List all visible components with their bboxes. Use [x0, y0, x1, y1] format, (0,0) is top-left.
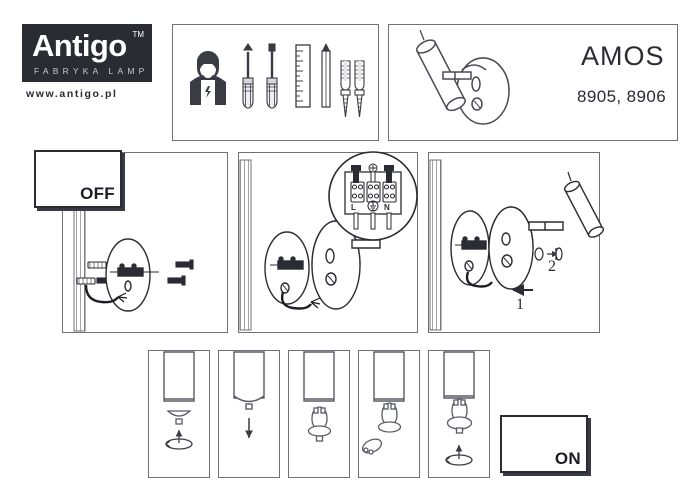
product-name: AMOS: [581, 41, 665, 71]
terminal-neutral-label: N: [384, 203, 390, 212]
trademark-symbol: TM: [132, 30, 144, 39]
step-marker-1: 1: [516, 296, 524, 313]
bulb-step-4-panel: [358, 350, 420, 478]
brand-tagline: FABRYKA LAMP: [34, 66, 149, 76]
bulb-step-5-panel: [428, 350, 490, 478]
step-marker-2: 2: [548, 258, 556, 275]
bulb-step-2-panel: [218, 350, 280, 478]
brand-wordmark: Antigo: [32, 28, 127, 63]
step-3-panel: [428, 152, 600, 333]
power-on-callout: ON: [500, 415, 588, 473]
bulb-step-1-panel: [148, 350, 210, 478]
brand-website: www.antigo.pl: [26, 88, 118, 100]
product-panel: AMOS 8905, 8906: [388, 24, 678, 141]
required-tools-panel: [172, 24, 379, 141]
brand-logo: Antigo TM FABRYKA LAMP: [22, 24, 152, 82]
bulb-step-3-panel: [288, 350, 350, 478]
power-off-callout: OFF: [34, 150, 122, 208]
product-codes: 8905, 8906: [577, 87, 667, 106]
step-2-panel: [238, 152, 418, 333]
power-on-label: ON: [554, 449, 581, 468]
terminal-live-label: L: [351, 203, 356, 212]
power-off-label: OFF: [80, 184, 115, 203]
